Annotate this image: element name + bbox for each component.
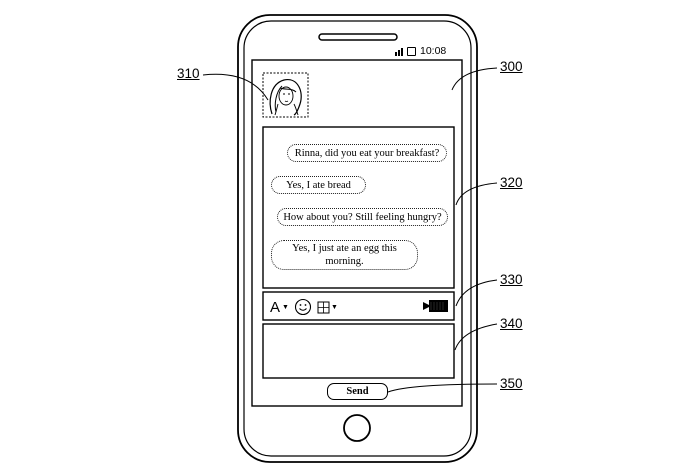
message-text: Yes, I just ate an egg this morning. bbox=[292, 243, 397, 267]
video-camera-icon bbox=[423, 300, 448, 312]
leader-350 bbox=[387, 383, 498, 393]
signal-icon bbox=[395, 47, 403, 56]
status-bar: 10:08 bbox=[395, 44, 463, 58]
toolbar-panel-border bbox=[262, 291, 455, 321]
leader-310 bbox=[202, 73, 269, 101]
emoji-button[interactable] bbox=[294, 298, 312, 316]
message-bubble-3: How about you? Still feeling hungry? bbox=[277, 208, 448, 226]
message-text: Rinna, did you eat your breakfast? bbox=[294, 147, 440, 159]
video-button[interactable] bbox=[423, 299, 449, 313]
message-bubble-1: Rinna, did you eat your breakfast? bbox=[287, 144, 447, 162]
contact-avatar[interactable] bbox=[264, 74, 307, 116]
leader-340 bbox=[454, 323, 498, 351]
speaker-slot bbox=[318, 33, 398, 41]
message-text: How about you? Still feeling hungry? bbox=[283, 211, 442, 223]
message-input[interactable] bbox=[265, 326, 452, 376]
input-panel-border bbox=[262, 323, 455, 379]
reference-label-340: 340 bbox=[500, 316, 523, 331]
home-button[interactable] bbox=[343, 414, 371, 442]
screen-border bbox=[251, 59, 463, 407]
message-bubble-2: Yes, I ate bread bbox=[271, 176, 366, 194]
leader-300 bbox=[451, 67, 498, 91]
reference-label-320: 320 bbox=[500, 175, 523, 190]
image-icon bbox=[317, 301, 330, 313]
font-button[interactable]: A ▼ bbox=[270, 298, 289, 316]
chevron-down-icon: ▼ bbox=[331, 303, 338, 311]
send-button[interactable]: Send bbox=[327, 383, 388, 400]
send-label: Send bbox=[346, 386, 369, 397]
battery-icon bbox=[407, 46, 416, 56]
reference-label-330: 330 bbox=[500, 272, 523, 287]
avatar-portrait-icon bbox=[269, 79, 302, 116]
reference-label-350: 350 bbox=[500, 376, 523, 391]
font-icon: A bbox=[270, 298, 281, 316]
image-button[interactable]: ▼ bbox=[317, 299, 338, 315]
conversation-panel-border bbox=[262, 126, 455, 289]
phone-body-outer bbox=[237, 14, 478, 463]
status-time: 10:08 bbox=[420, 45, 447, 57]
phone-body-inner bbox=[243, 20, 472, 457]
message-text: Yes, I ate bread bbox=[286, 179, 351, 191]
smiley-icon bbox=[294, 298, 312, 316]
reference-label-300: 300 bbox=[500, 59, 523, 74]
leader-320 bbox=[455, 182, 498, 206]
avatar-frame bbox=[262, 72, 309, 118]
message-bubble-4: Yes, I just ate an egg this morning. bbox=[271, 240, 418, 270]
chevron-down-icon: ▼ bbox=[282, 303, 289, 311]
leader-330 bbox=[455, 279, 498, 307]
reference-label-310: 310 bbox=[177, 66, 200, 81]
